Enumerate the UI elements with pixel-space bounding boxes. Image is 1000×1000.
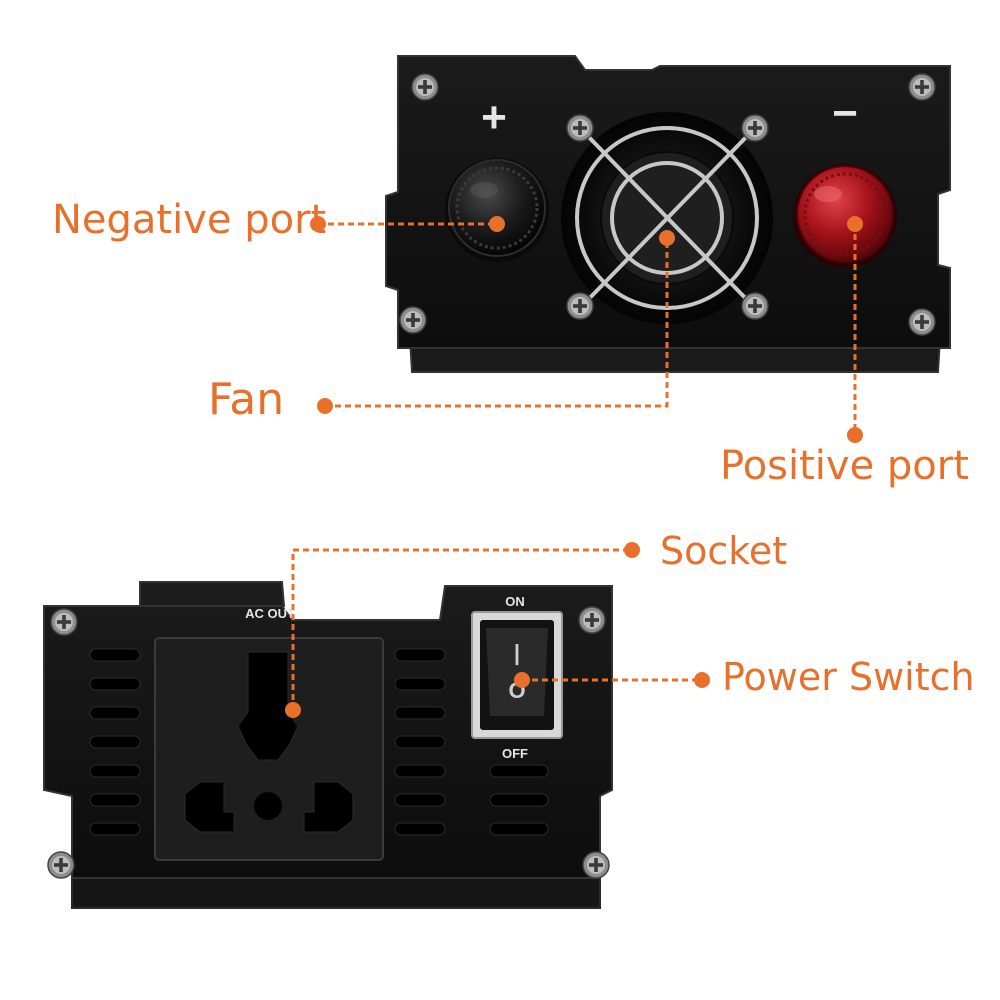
switch-on-glyph: | (514, 640, 520, 665)
callout-dots (285, 216, 863, 718)
dot-icon (310, 216, 326, 232)
socket-slot-ground (254, 792, 282, 820)
switch-on-label: ON (505, 594, 525, 609)
minus-symbol: − (832, 89, 858, 138)
dot-icon (285, 702, 301, 718)
socket-slot-right (303, 781, 354, 833)
negative-port-label: Negative port (52, 197, 327, 243)
screw-icon (399, 306, 427, 334)
bottom-device-top-tab (139, 581, 286, 607)
power-switch-label: Power Switch (722, 655, 975, 699)
bottom-device-view: AC OUT ON OFF | O (43, 581, 613, 909)
plus-symbol: + (481, 93, 507, 142)
positive-port-label: Positive port (720, 443, 969, 489)
ac-socket (154, 637, 384, 861)
middle-vents (394, 648, 446, 836)
leader-socket (291, 548, 632, 710)
dot-icon (514, 672, 530, 688)
dot-icon (847, 216, 863, 232)
dot-icon (624, 542, 640, 558)
dot-icon (489, 216, 505, 232)
screw-icon (50, 608, 78, 636)
screw-icon (908, 73, 936, 101)
screw-icon (578, 606, 606, 634)
right-vents (489, 764, 549, 836)
left-vents (89, 648, 141, 836)
positive-terminal-cap (793, 164, 897, 268)
fan-label: Fan (208, 374, 285, 425)
dot-icon (694, 672, 710, 688)
callout-leaders (291, 222, 857, 710)
leader-fan (325, 238, 669, 408)
switch-off-label: OFF (502, 746, 528, 761)
screw-icon (47, 851, 75, 879)
screw-icon (411, 73, 439, 101)
dot-icon (317, 398, 333, 414)
socket-slot-top (237, 651, 299, 761)
screw-icon (908, 308, 936, 336)
negative-terminal-cap (445, 158, 549, 262)
dot-icon (659, 230, 675, 246)
dot-icon (847, 427, 863, 443)
ac-out-label: AC OUT (245, 606, 295, 621)
socket-label: Socket (660, 529, 788, 573)
socket-slot-left (184, 781, 235, 833)
screw-icon (582, 851, 610, 879)
bottom-device-base (71, 877, 601, 909)
